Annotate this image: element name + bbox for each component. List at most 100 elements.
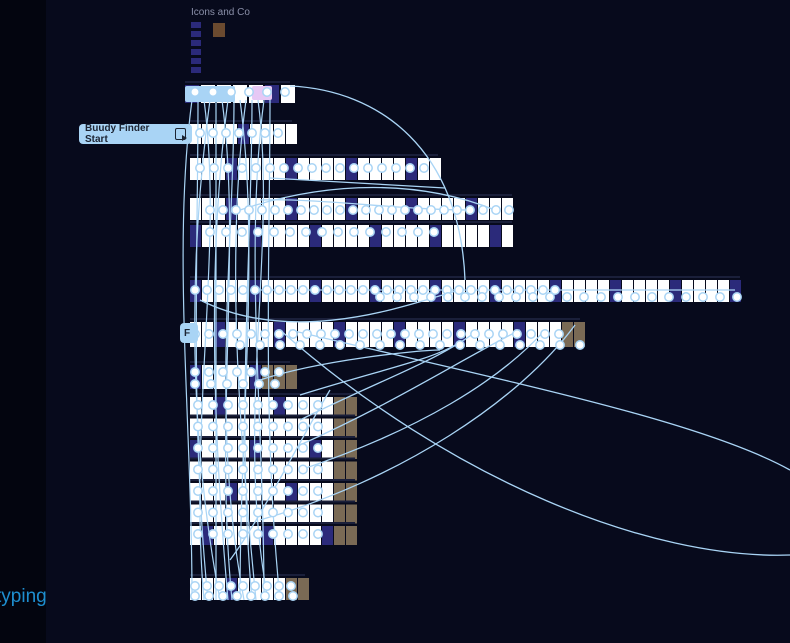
screen-frame [370,158,381,180]
screen-frame [634,280,645,302]
hotspot-dot [298,507,308,518]
hotspot-dot [309,205,319,215]
screen-frame [214,526,225,545]
hotspot-dot [435,340,445,350]
hotspot-dot [204,367,214,377]
hotspot-dot [275,340,285,350]
hotspot-dot [260,128,270,138]
hotspot-dot [223,486,233,496]
hotspot-dot [268,529,278,539]
hotspot-dot [540,329,550,339]
icon-frame [191,40,201,46]
hotspot-dot [363,163,373,173]
hotspot-dot [322,205,332,215]
hotspot-dot [413,227,423,237]
flow-f-label[interactable]: F [180,323,198,343]
hotspot-dot [193,400,203,410]
hotspot-dot [429,227,439,237]
hotspot-dot [288,329,298,339]
hotspot-dot [283,205,293,215]
hotspot-dot [555,340,565,350]
screen-frame [226,365,237,389]
screen-frame [706,280,717,302]
hotspot-dot [465,205,475,215]
play-icon[interactable] [174,128,188,141]
hotspot-dot [346,285,356,295]
hotspot-dot [223,421,233,432]
hotspot-dot [562,292,572,302]
hotspot-dot [296,205,306,215]
hotspot-dot [253,486,263,496]
hotspot-dot [223,507,233,518]
screen-frame [274,440,285,459]
hotspot-dot [413,205,423,215]
hotspot-dot [313,464,323,475]
hotspot-dot [317,227,327,237]
hotspot-dot [477,292,487,302]
connector-line [259,324,576,521]
screen-frame [274,397,285,416]
screen-frame [562,280,573,302]
hotspot-dot [268,486,278,496]
hotspot-dot [298,421,308,432]
screen-frame [190,198,201,220]
screen-frame [574,322,585,347]
hotspot-dot [400,329,410,339]
hotspot-dot [302,329,312,339]
screen-frame [214,158,225,180]
hotspot-dot [494,292,504,302]
screen-frame [310,225,321,247]
image-frame [213,23,225,37]
connector-line [199,289,461,323]
left-panel: typing [0,0,47,643]
hotspot-dot [226,87,236,97]
screen-frame [310,322,321,347]
hotspot-dot [223,529,233,539]
hotspot-dot [268,507,278,518]
hotspot-dot [298,486,308,496]
hotspot-dot [195,163,205,173]
hotspot-dot [298,443,308,453]
screen-frame [346,418,357,438]
hotspot-dot [698,292,708,302]
hotspot-dot [321,163,331,173]
hotspot-dot [495,340,505,350]
hotspot-dot [208,421,218,432]
hotspot-dot [251,163,261,173]
frame-labels [190,393,355,395]
hotspot-dot [238,400,248,410]
hotspot-dot [322,285,332,295]
screen-frame [622,280,633,302]
screen-frame [442,225,453,247]
hotspot-dot [274,329,284,339]
hotspot-dot [208,529,218,539]
screen-frame [586,280,597,302]
hotspot-dot [348,205,358,215]
hotspot-dot [395,340,405,350]
flow-start-label[interactable]: Buudy Finder Start [79,123,192,145]
hotspot-dot [247,128,257,138]
hotspot-dot [647,292,657,302]
hotspot-dot [268,464,278,475]
hotspot-dot [358,285,368,295]
hotspot-dot [253,464,263,475]
hotspot-dot [478,205,488,215]
hotspot-dot [253,507,263,518]
hotspot-dot [283,443,293,453]
frame-labels [190,120,292,122]
hotspot-dot [238,529,248,539]
hotspot-dot [358,329,368,339]
hotspot-dot [491,205,501,215]
hotspot-dot [250,285,260,295]
screen-frame [382,158,393,180]
screen-frame [598,280,609,302]
screen-frame [262,483,273,502]
screen-frame [286,365,297,389]
hotspot-dot [274,367,284,377]
connector-line [239,99,250,601]
hotspot-dot [246,329,256,339]
hotspot-dot [193,464,203,475]
screen-frame [214,124,225,144]
hotspot-dot [204,329,214,339]
